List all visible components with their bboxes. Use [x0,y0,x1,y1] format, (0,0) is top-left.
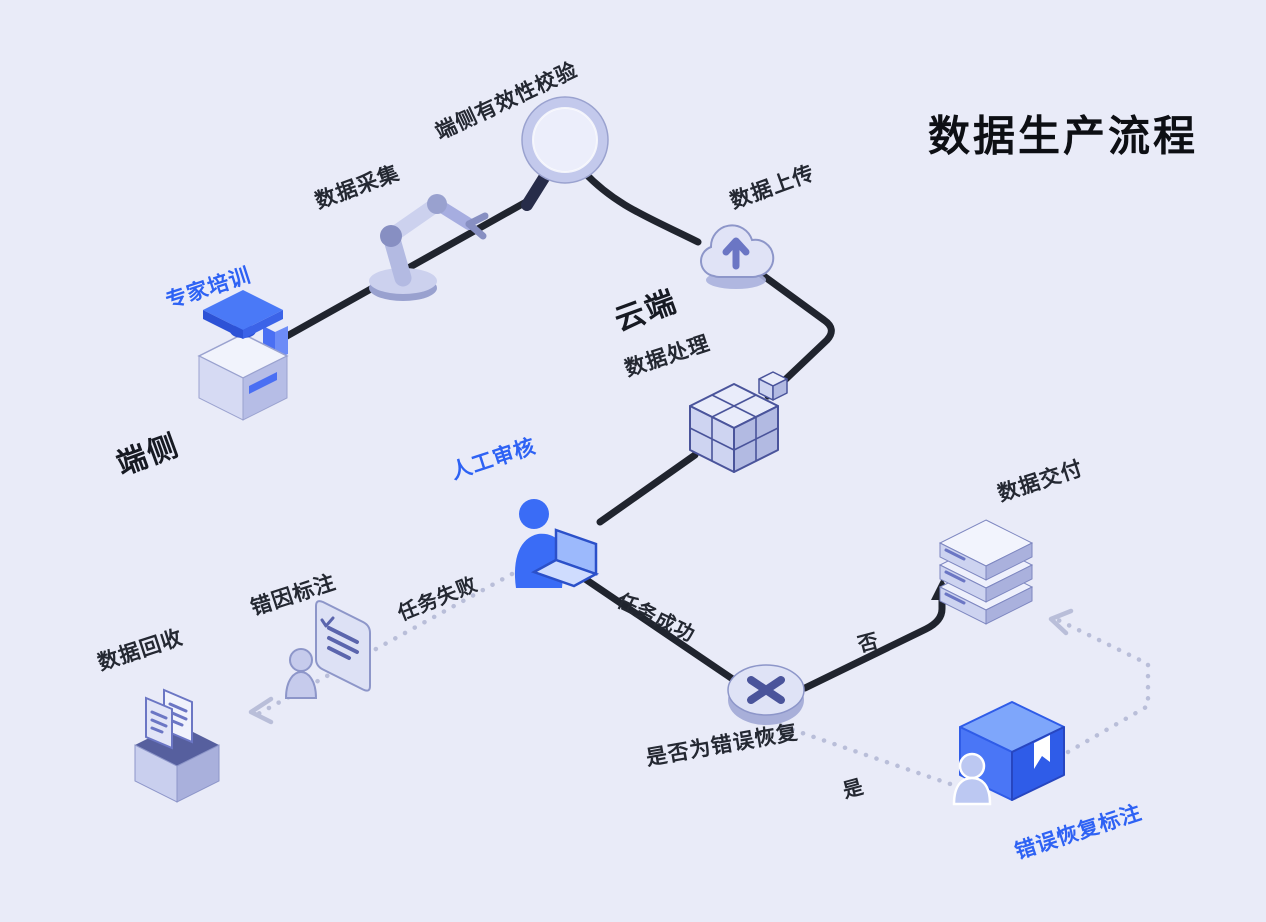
decision-node [720,652,812,740]
path-recovery-to-delivery-dotted [1051,615,1151,755]
arrowhead-recycle [248,696,274,725]
robot-arm-icon [369,194,489,301]
path-processing-to-review [596,451,699,526]
data-upload-node [688,210,784,294]
decision-x-icon [727,664,805,725]
error-recovery-annotation-node [948,692,1076,810]
error-cause-annotation-node [283,592,385,710]
box-documents-icon [134,688,220,803]
data-delivery-node [932,500,1040,628]
cloud-upload-icon [700,224,775,289]
path-upload-to-processing [746,262,835,400]
path-decision-to-recovery-dotted [779,723,959,789]
data-recycle-node [112,684,242,806]
path-review-to-recycle-dotted [255,571,515,717]
graduation-cap-icon [197,290,289,421]
manual-review-node [492,492,610,594]
data-processing-node [678,370,790,478]
data-collection-node [345,172,495,307]
arrowhead-recovery-loop [1048,608,1074,636]
server-stack-icon [938,519,1034,625]
path-decision-to-delivery [801,594,946,692]
path-review-to-decision [562,562,744,688]
magnifier-icon [521,96,609,211]
cube-stack-icon [689,371,788,473]
expert-training-node [185,282,303,424]
device-validation-node [505,85,617,215]
path-validation-to-upload [580,168,702,246]
page-title: 数据生产流程 [927,112,1199,160]
book-person-icon [952,701,1065,806]
person-laptop-icon [514,499,600,588]
person-document-icon [284,600,371,699]
